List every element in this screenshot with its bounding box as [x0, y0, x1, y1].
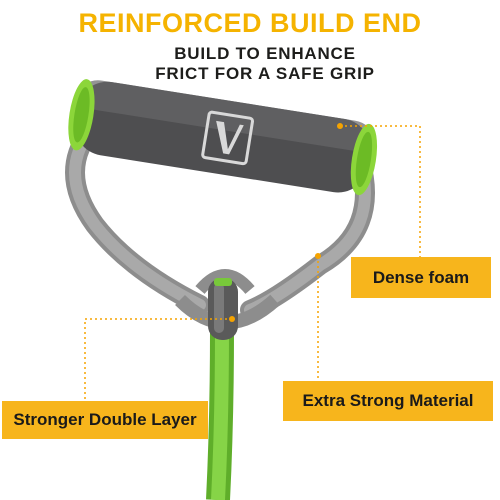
callout-line-foam [340, 125, 421, 257]
callout-extra-strong-material: Extra Strong Material [283, 381, 493, 421]
foam-handle [68, 79, 378, 196]
callout-dot-foam [337, 123, 343, 129]
subheadline-line-2: FRICT FOR A SAFE GRIP [155, 64, 375, 83]
callout-line-double [84, 318, 232, 401]
subheadline-line-1: BUILD TO ENHANCE [174, 44, 356, 63]
callout-dot-material [315, 253, 321, 259]
callout-dense-foam: Dense foam [351, 257, 491, 298]
strap-loop [195, 269, 255, 295]
callout-dot-double [229, 316, 235, 322]
headline: REINFORCED BUILD END [78, 8, 422, 38]
callout-stronger-double-layer: Stronger Double Layer [2, 401, 208, 439]
brand-logo-icon [201, 110, 255, 166]
